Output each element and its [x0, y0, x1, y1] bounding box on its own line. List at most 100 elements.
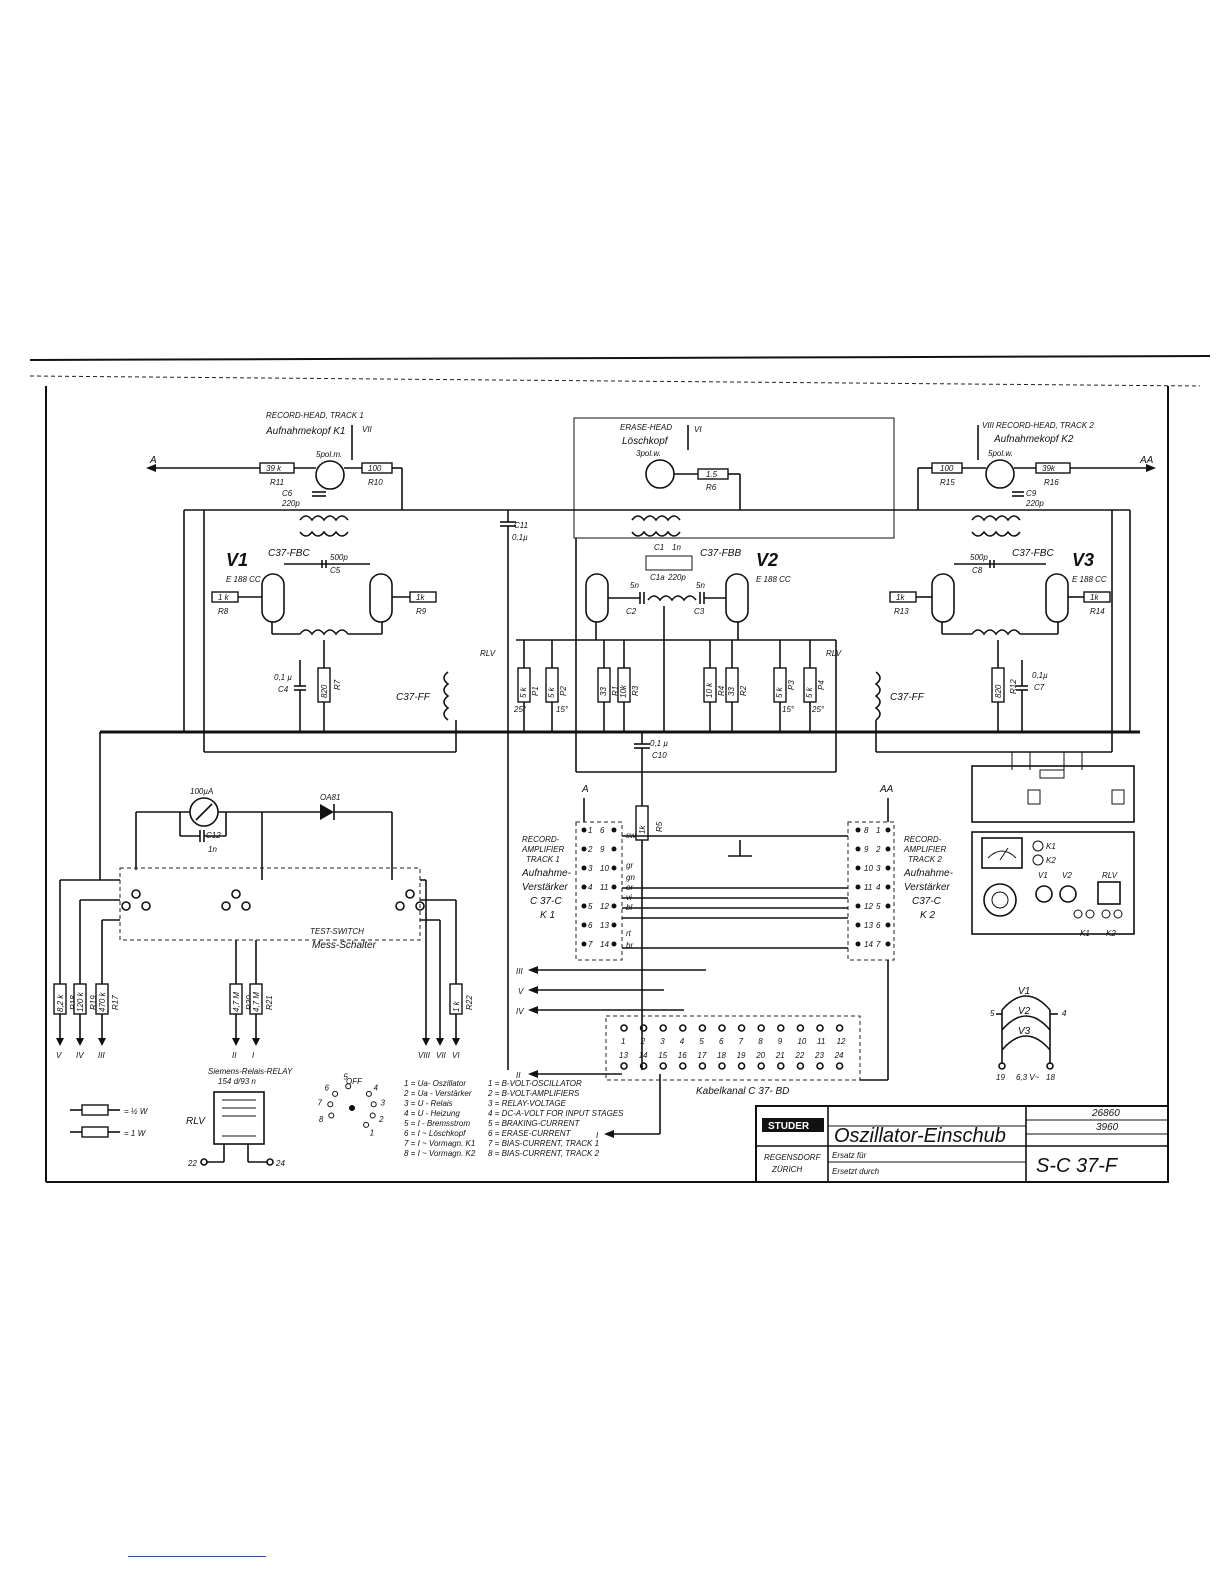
- panel-meter-icon: [981, 837, 1023, 869]
- c2-label: C2: [626, 607, 637, 616]
- drawing-num1: 26860: [1091, 1108, 1120, 1119]
- connector-pin-bottom: 21: [775, 1051, 785, 1060]
- v3-left-tube: [931, 573, 955, 623]
- amp2-de2: Verstärker: [904, 882, 950, 893]
- ff1-coil: [443, 671, 450, 721]
- c4-label: C4: [278, 685, 289, 694]
- heater-pin-19: 19: [996, 1073, 1005, 1082]
- amp2-pin-a: 1: [876, 826, 880, 835]
- heater-pin-5: 5: [990, 1009, 995, 1018]
- output-arrow-icon: [452, 1038, 460, 1046]
- p4-label: P4: [817, 680, 826, 690]
- amp1-en3: TRACK 1: [526, 855, 560, 864]
- heater-voltage: 6,3 V~: [1016, 1073, 1040, 1082]
- output-arrow-icon: [76, 1038, 84, 1046]
- amp1-pin-a: 5: [588, 902, 593, 911]
- diode-icon: [320, 804, 334, 820]
- r5-val: 1k: [638, 825, 647, 834]
- panel-v2-socket-icon: [1059, 885, 1077, 903]
- p2-deg: 15°: [556, 705, 569, 714]
- r14-val: 1k: [1090, 593, 1099, 602]
- amp1-de1: Aufnahme-: [521, 868, 572, 879]
- connector-pin-bottom: 20: [755, 1051, 765, 1060]
- ersetzt-durch: Ersetzt durch: [832, 1167, 880, 1176]
- amp1-pin-a: 2: [587, 845, 593, 854]
- r16-label: R16: [1044, 478, 1059, 487]
- arrow-iv-icon: [528, 1006, 538, 1014]
- legend-de-line: 7 = I ~ Vormagn. K1: [404, 1139, 475, 1148]
- amp2-de3: C37-C: [912, 896, 942, 907]
- panel-k2-label: K2: [1046, 856, 1056, 865]
- r4-val: 10 k: [705, 682, 714, 698]
- heater-v1: [1001, 995, 1051, 1011]
- panel-top-plug: [1039, 769, 1065, 779]
- rec2-en: RECORD-HEAD, TRACK 2: [996, 421, 1094, 430]
- amp1-pin-a: 7: [588, 940, 593, 949]
- amp2-pin-b: 14: [864, 940, 873, 949]
- legend-de-line: 6 = I ~ Löschkopf: [404, 1129, 466, 1138]
- rec1-sup: VII: [362, 425, 373, 434]
- out-viii-arrow-icon: [422, 1038, 430, 1046]
- r10-label: R10: [368, 478, 383, 487]
- heater-v2-label: V2: [1018, 1006, 1031, 1017]
- rec2-sup: VIII: [982, 421, 995, 430]
- amp2-pin-b: 11: [864, 883, 872, 892]
- r8-val: 1 k: [218, 593, 230, 602]
- r2-val: 33: [727, 687, 736, 696]
- amp1-en2: AMPLIFIER: [521, 845, 564, 854]
- r12-label: R12: [1009, 679, 1018, 694]
- r16-val: 39k: [1042, 464, 1056, 473]
- front-panel-view: K1 K2 V1 V2 RLV K1 K2: [971, 752, 1135, 938]
- amp2-en1: RECORD-: [904, 835, 942, 844]
- amp1-pin-b: 10: [600, 864, 609, 873]
- legend-one-watt: = 1 W: [124, 1129, 147, 1138]
- p1-label: P1: [531, 686, 540, 696]
- connector-pin-top: 7: [739, 1037, 744, 1046]
- connector-pin-top: 8: [758, 1037, 763, 1046]
- r10-val: 100: [368, 464, 382, 473]
- erase-sup: VI: [694, 425, 702, 434]
- v2-tank-coil: [647, 595, 697, 602]
- half-watt-icon: [81, 1104, 109, 1116]
- record-head-track1: RECORD-HEAD, TRACK 1 Aufnahmekopf K1 VII…: [146, 411, 403, 510]
- arrow-v-icon: [528, 986, 538, 994]
- c8-label: C8: [972, 566, 983, 575]
- c1a-val: 220p: [667, 573, 686, 582]
- switch-position-label: 1: [370, 1129, 374, 1138]
- legend-en-line: 4 = DC-A-VOLT FOR INPUT STAGES: [488, 1109, 624, 1118]
- t1-primary: [299, 515, 349, 522]
- amp2-pin-a: 3: [876, 864, 881, 873]
- out-vii: VII: [436, 1051, 447, 1060]
- amp1-pin-b: 9: [600, 845, 605, 854]
- c1a-label: C1a: [650, 573, 665, 582]
- wire-color-label: rt: [626, 929, 632, 938]
- resistor-r18-value: 8,2 k: [56, 994, 65, 1012]
- output-arrow-icon: [98, 1038, 106, 1046]
- out-i: I: [596, 1131, 599, 1140]
- c6-label: C6: [282, 489, 293, 498]
- p3-deg: 15°: [782, 705, 795, 714]
- out-vii-arrow-icon: [436, 1038, 444, 1046]
- arrow-ii-icon: [528, 1070, 538, 1078]
- rec1-en: RECORD-HEAD, TRACK 1: [266, 411, 364, 420]
- amp1-pin-b: 13: [600, 921, 609, 930]
- rec2-de: Aufnahmekopf K2: [993, 434, 1074, 445]
- connector-pin-bottom: 15: [658, 1051, 667, 1060]
- arrow-i-icon: [604, 1130, 614, 1138]
- rlv2-label: RLV: [826, 649, 842, 658]
- connector-pin-bottom: 17: [697, 1051, 706, 1060]
- r3-val: 10k: [619, 684, 628, 698]
- erase-enclosure: [573, 417, 895, 539]
- v1-right-tube: [369, 573, 393, 623]
- relay-title1: Siemens-Relais-RELAY: [208, 1067, 293, 1076]
- switch-off-label: OFF: [346, 1077, 363, 1086]
- r7-label: R7: [333, 679, 342, 690]
- p4-val: 5 k: [805, 686, 814, 698]
- rlv1-label: RLV: [480, 649, 496, 658]
- t3-label: C37-FBC: [1012, 548, 1054, 559]
- v3-right-tube: [1045, 573, 1069, 623]
- resistor-r22-value: 1 k: [452, 1000, 461, 1012]
- amp2-pin-a: 4: [876, 883, 881, 892]
